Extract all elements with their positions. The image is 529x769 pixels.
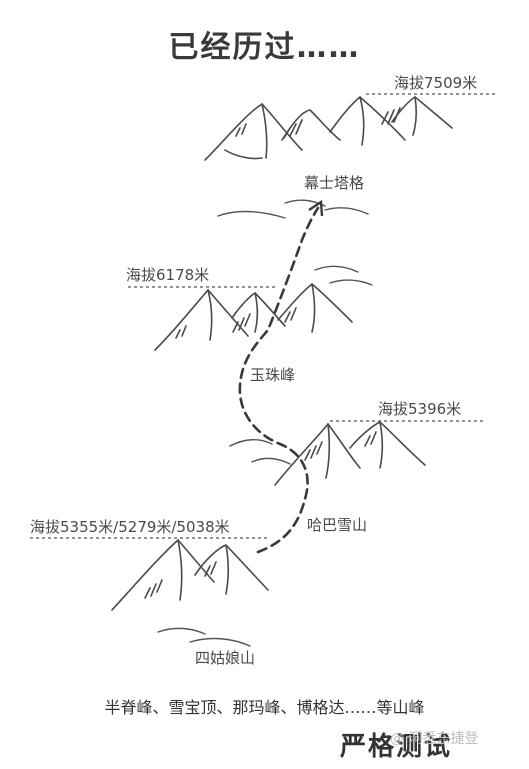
watermark: @ 洞悉东捷登 bbox=[390, 731, 479, 747]
peak-name-haba: 哈巴雪山 bbox=[307, 516, 368, 534]
peak-name-siguniang: 四姑娘山 bbox=[195, 649, 256, 667]
other-peaks-text: 半脊峰、雪宝顶、那玛峰、博格达……等山峰 bbox=[104, 698, 425, 717]
altitude-label-yuzhu: 海拔6178米 bbox=[126, 266, 210, 284]
ridge-lines-lower bbox=[157, 627, 251, 647]
strict-test-heading: 严格测试 bbox=[340, 732, 453, 762]
altitude-label-siguniang: 海拔5355米/5279米/5038米 bbox=[30, 518, 230, 536]
peak-muztagh-drawing bbox=[204, 95, 453, 161]
peak-yuzhu-drawing bbox=[154, 282, 353, 351]
ridge-lines-upper bbox=[217, 199, 373, 286]
peak-name-muztagh: 幕士塔格 bbox=[304, 174, 365, 192]
peak-name-yuzhu: 玉珠峰 bbox=[250, 366, 296, 384]
peak-haba-drawing bbox=[274, 421, 426, 486]
page-title: 已经历过…… bbox=[168, 30, 361, 65]
route-arrowhead bbox=[308, 199, 324, 217]
route-path bbox=[238, 206, 320, 554]
altitude-label-muztagh: 海拔7509米 bbox=[394, 74, 478, 92]
ridge-lines-middle bbox=[229, 439, 291, 465]
altitude-label-haba: 海拔5396米 bbox=[378, 400, 462, 418]
peak-siguniang-drawing bbox=[111, 538, 269, 611]
